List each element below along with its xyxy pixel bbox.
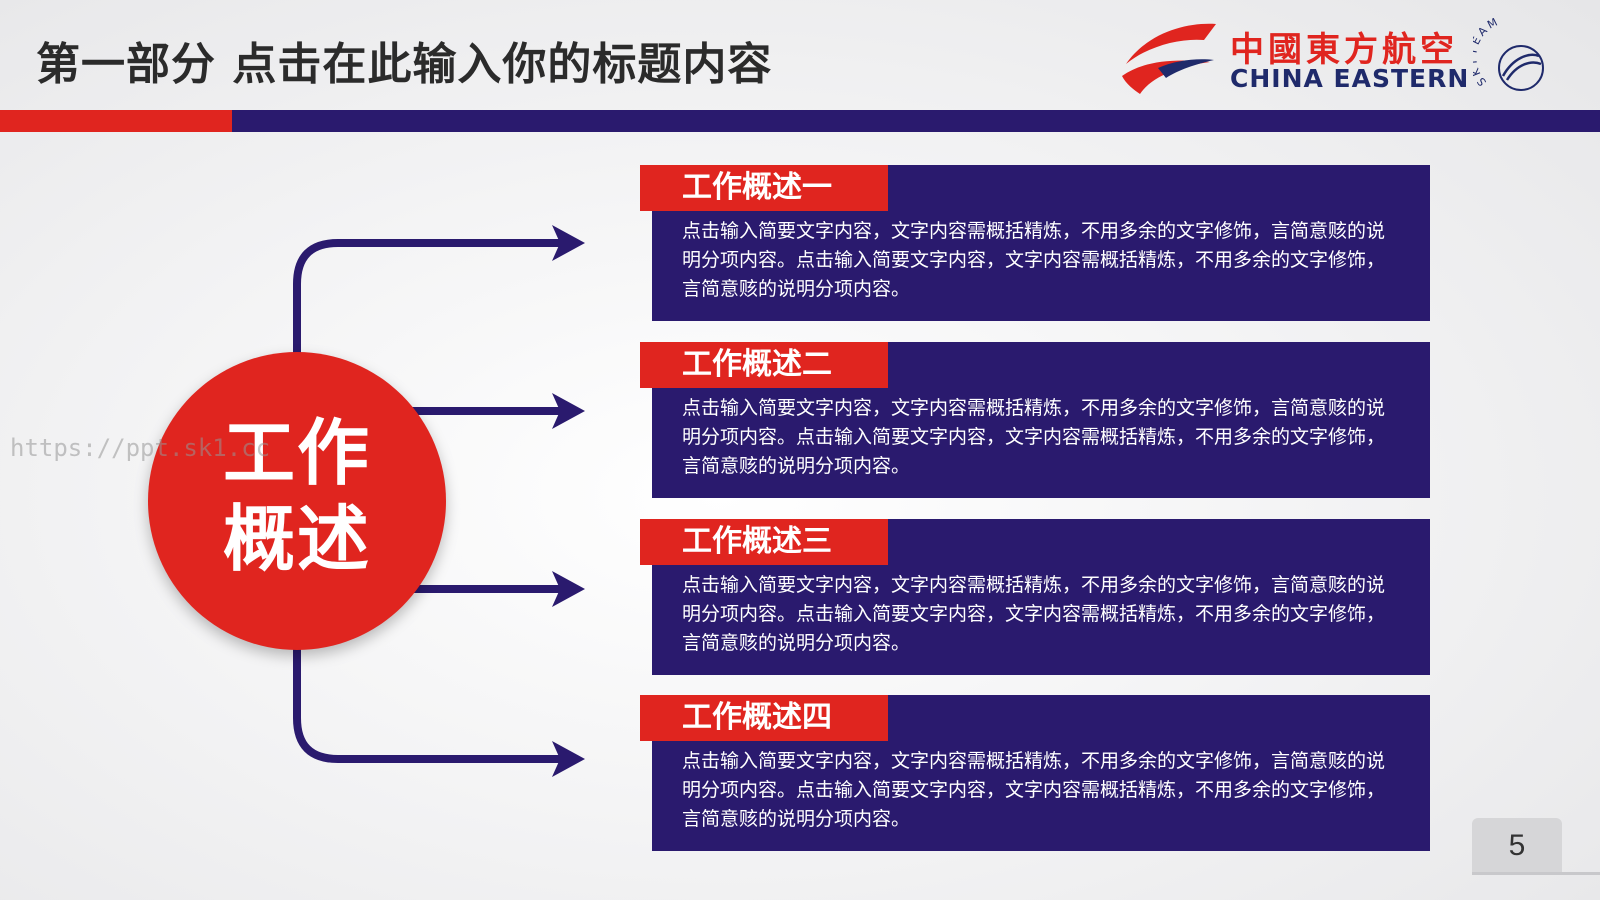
hub-label: 工作 概述: [222, 411, 371, 581]
card-1: 工作概述一 点击输入简要文字内容，文字内容需概括精炼，不用多余的文字修饰，言简意…: [640, 165, 1430, 321]
card-body: 点击输入简要文字内容，文字内容需概括精炼，不用多余的文字修饰，言简意赅的说明分项…: [682, 750, 1386, 830]
arrowhead-4: [552, 741, 585, 777]
skyteam-logo-icon: SKYTEAM: [1473, 18, 1544, 91]
card-title: 工作概述一: [682, 170, 832, 205]
card-tab: 工作概述二: [640, 342, 888, 388]
page-title: 第一部分 点击在此输入你的标题内容: [36, 39, 773, 90]
watermark: https://ppt.sk1.cc: [10, 434, 271, 462]
logo-chinese-name: 中國東方航空: [1230, 30, 1458, 70]
arrowhead-3: [552, 571, 585, 607]
card-title: 工作概述四: [682, 700, 832, 735]
card-body: 点击输入简要文字内容，文字内容需概括精炼，不用多余的文字修饰，言简意赅的说明分项…: [682, 574, 1386, 654]
hub-circle: 工作 概述: [148, 352, 446, 650]
card-title: 工作概述二: [682, 347, 832, 382]
connector-1: [293, 239, 560, 356]
card-body: 点击输入简要文字内容，文字内容需概括精炼，不用多余的文字修饰，言简意赅的说明分项…: [682, 220, 1386, 300]
card-2: 工作概述二 点击输入简要文字内容，文字内容需概括精炼，不用多余的文字修饰，言简意…: [640, 342, 1430, 498]
connector-4: [293, 646, 560, 763]
arrowhead-1: [552, 225, 585, 261]
logo-english-name: CHINA EASTERN: [1230, 64, 1470, 93]
page-number: 5: [1472, 818, 1562, 874]
card-tab: 工作概述四: [640, 695, 888, 741]
page-number-underline: [1472, 872, 1600, 875]
header: 第一部分 点击在此输入你的标题内容 中國東方航空 CHINA EASTERN S…: [0, 0, 1600, 110]
card-tab: 工作概述三: [640, 519, 888, 565]
header-divider-red: [0, 110, 232, 132]
card-body: 点击输入简要文字内容，文字内容需概括精炼，不用多余的文字修饰，言简意赅的说明分项…: [682, 397, 1386, 477]
card-3: 工作概述三 点击输入简要文字内容，文字内容需概括精炼，不用多余的文字修饰，言简意…: [640, 519, 1430, 675]
card-4: 工作概述四 点击输入简要文字内容，文字内容需概括精炼，不用多余的文字修饰，言简意…: [640, 695, 1430, 851]
arrowhead-2: [552, 393, 585, 429]
card-title: 工作概述三: [682, 524, 832, 559]
header-divider-navy: [232, 110, 1600, 132]
china-eastern-swallow-icon: [1122, 23, 1216, 94]
china-eastern-logo: 中國東方航空 CHINA EASTERN SKYTEAM: [1118, 18, 1558, 98]
card-tab: 工作概述一: [640, 165, 888, 211]
